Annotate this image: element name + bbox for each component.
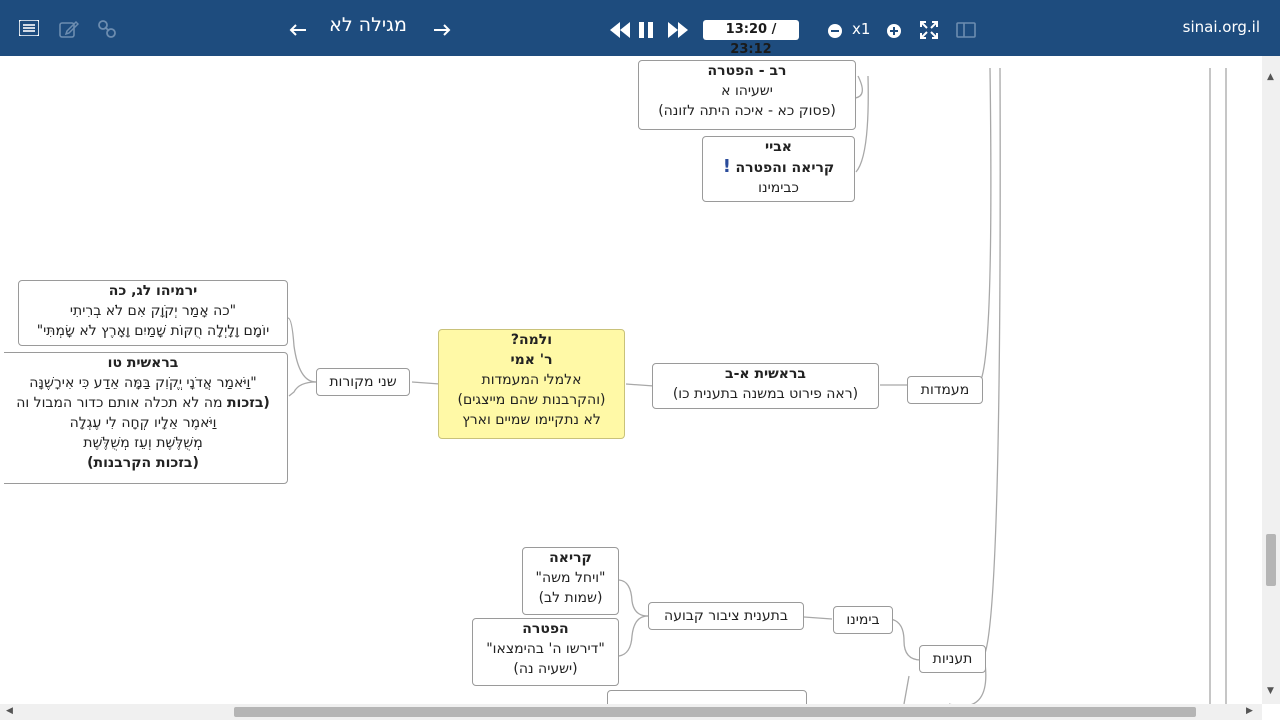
arrow-right-icon[interactable] xyxy=(432,22,452,38)
node-title: תעניות xyxy=(932,651,973,667)
fullscreen-icon[interactable] xyxy=(919,20,939,40)
horizontal-scroll-thumb[interactable] xyxy=(234,707,1196,717)
node-text: וַיֹּאמֶר אֵלָיו קְחָה לִי עֶגְלָה xyxy=(69,415,217,431)
node-text: "דירשו ה' בהימצאו" xyxy=(486,641,605,657)
fast-forward-icon[interactable] xyxy=(667,20,689,40)
node-bereshit-tv[interactable]: בראשית טו "וַיֹּאמַר אֲדֹנָי יֱקֹוִק בַּ… xyxy=(4,352,288,484)
site-name[interactable]: sinai.org.il xyxy=(1182,18,1260,36)
vertical-scroll-thumb[interactable] xyxy=(1266,534,1276,586)
scroll-right-icon[interactable]: ▶ xyxy=(1246,706,1253,716)
edit-icon[interactable] xyxy=(58,19,80,39)
node-text: (פסוק כא - איכה היתה לזונה) xyxy=(658,103,836,119)
node-title: בתענית ציבור קבועה xyxy=(664,608,788,624)
node-title: מעמדות xyxy=(920,382,970,398)
exclamation-icon: ! xyxy=(722,156,732,177)
node-text: (ישעיה נה) xyxy=(513,661,578,677)
node-maamadot[interactable]: מעמדות xyxy=(907,376,983,404)
node-title: רב - הפטרה xyxy=(707,63,787,79)
connector-lines xyxy=(287,67,1227,704)
node-ulma[interactable]: ולמה? ר' אמי אלמלי המעמדות (והקרבנות שהם… xyxy=(438,329,625,439)
node-title: שני מקורות xyxy=(329,374,397,390)
split-view-icon[interactable] xyxy=(955,21,977,39)
time-display: 13:20 / 23:12 xyxy=(703,20,799,57)
node-text: "ויחל משה" xyxy=(535,570,606,586)
vertical-scrollbar[interactable]: ▲ ▼ xyxy=(1262,56,1280,704)
node-text: מְשֻׁלֶּשֶׁת וְעֵז מְשֻׁלֶּשֶׁת xyxy=(83,435,203,451)
node-abaye[interactable]: אביי קריאה והפטרה ! כבימינו xyxy=(702,136,855,202)
node-rav-haftara[interactable]: רב - הפטרה ישעיהו א (פסוק כא - איכה היתה… xyxy=(638,60,856,130)
node-text: "וַיֹּאמַר אֲדֹנָי יֱקֹוִק בַּמָּה אֵדַע… xyxy=(29,375,257,391)
rewind-icon[interactable] xyxy=(609,20,631,40)
node-partial-bottom[interactable] xyxy=(607,690,807,704)
zoom-level: x1 xyxy=(852,20,871,38)
node-text: (שמות לב) xyxy=(538,590,603,606)
zoom-out-icon[interactable] xyxy=(827,23,843,39)
node-title: בראשית טו xyxy=(107,355,179,371)
node-shnei-mekorot[interactable]: שני מקורות xyxy=(316,368,410,396)
link-icon[interactable] xyxy=(96,19,118,39)
node-text: לא נתקיימו שמיים וארץ xyxy=(462,412,601,428)
node-subtitle: ר' אמי xyxy=(510,352,553,368)
scroll-left-icon[interactable]: ◀ xyxy=(6,706,13,716)
menu-icon[interactable] xyxy=(18,19,40,37)
zoom-in-icon[interactable] xyxy=(886,23,902,39)
node-text: (בזכות הקרבנות) xyxy=(87,455,199,471)
node-yirmiyahu[interactable]: ירמיהו לג, כה "כה אָמַר יְקֹוָק אִם לֹא … xyxy=(18,280,288,346)
node-text: (והקרבנות שהם מייצגים) xyxy=(457,392,606,408)
node-kriah[interactable]: קריאה "ויחל משה" (שמות לב) xyxy=(522,547,619,615)
node-taanit-tzibur[interactable]: בתענית ציבור קבועה xyxy=(648,602,804,630)
node-text: אלמלי המעמדות xyxy=(481,372,582,388)
scroll-down-icon[interactable]: ▼ xyxy=(1267,686,1274,696)
node-text: כבימינו xyxy=(758,180,799,196)
pause-icon[interactable] xyxy=(637,20,655,40)
node-text: "כה אָמַר יְקֹוָק אִם לֹא בְרִיתִי xyxy=(69,303,237,319)
node-text: (ראה פירוט במשנה בתענית כו) xyxy=(672,386,859,402)
node-subtitle: קריאה והפטרה xyxy=(735,160,835,176)
node-title: בראשית א-ב xyxy=(725,366,806,382)
node-text: ישעיהו א xyxy=(721,83,773,99)
scroll-up-icon[interactable]: ▲ xyxy=(1267,72,1274,82)
node-haftara[interactable]: הפטרה "דירשו ה' בהימצאו" (ישעיה נה) xyxy=(472,618,619,686)
arrow-left-icon[interactable] xyxy=(288,22,308,38)
node-bereshit-ab[interactable]: בראשית א-ב (ראה פירוט במשנה בתענית כו) xyxy=(652,363,879,409)
mindmap-canvas[interactable]: רב - הפטרה ישעיהו א (פסוק כא - איכה היתה… xyxy=(4,56,1260,704)
page-title: מגילה לא xyxy=(329,14,407,36)
node-text: יוֹמָם וָלָיְלָה חֻקּוֹת שָׁמַיִם וָאָרֶ… xyxy=(36,323,270,339)
node-text: מה לא תכלה אותם כדור המבול וה xyxy=(16,395,227,411)
node-title: ולמה? xyxy=(510,332,553,348)
node-title: קריאה xyxy=(549,550,592,566)
node-title: הפטרה xyxy=(522,621,569,637)
top-toolbar: מגילה לא 13:20 / 23:12 x1 sinai.org.il xyxy=(0,0,1280,57)
node-title: אביי xyxy=(765,139,792,155)
node-beyamenu[interactable]: בימינו xyxy=(833,606,893,634)
node-title: ירמיהו לג, כה xyxy=(108,283,198,299)
node-taaniyot[interactable]: תעניות xyxy=(919,645,986,673)
node-text: (בזכות xyxy=(226,395,270,411)
horizontal-scrollbar[interactable]: ◀ ▶ xyxy=(0,704,1262,720)
node-title: בימינו xyxy=(846,612,880,628)
